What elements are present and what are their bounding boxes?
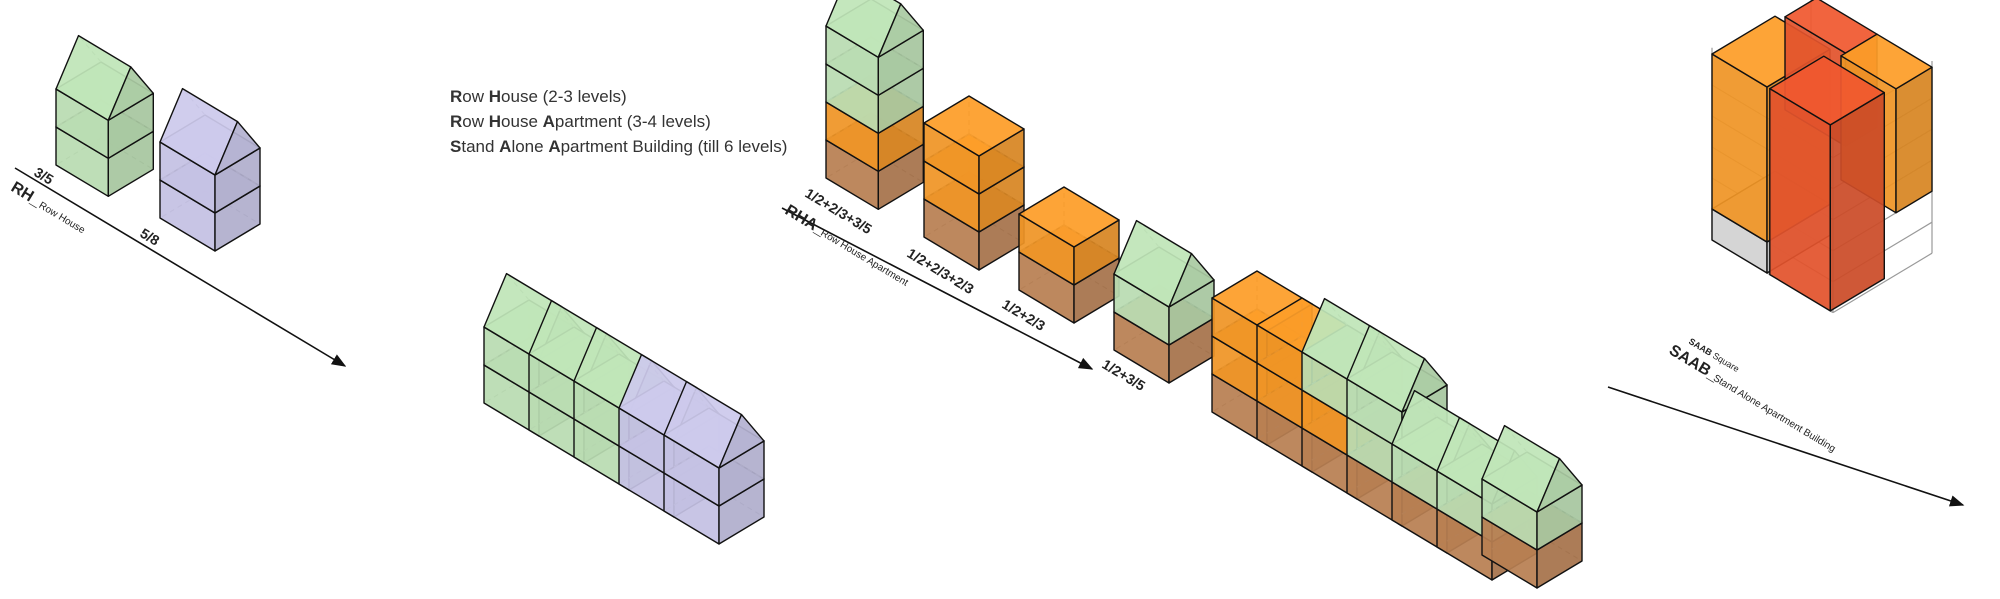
stand-alone-building-group: SAAB Square SAAB_ Stand Alone Apartment …: [1607, 0, 1965, 507]
row-house-5-8: [159, 87, 261, 252]
row-house-mix-5-8: 5/8: [137, 225, 162, 249]
row-house-3-5: [55, 34, 155, 198]
gable-roof: [159, 87, 261, 176]
legend-item-row-house-apartment: Row House Apartment (3-4 levels): [450, 112, 711, 131]
composite-purple-house-2: [663, 380, 765, 545]
rha-type-2: [923, 95, 1025, 271]
row-house-mix-3-5: 3/5: [31, 164, 56, 188]
row-house-apartment-composite: [1211, 270, 1583, 589]
saab-front-red-tower: [1769, 55, 1886, 312]
gable-roof: [55, 34, 155, 122]
gable-roof: [1113, 219, 1215, 308]
row-house-apartment-group: 1/2+2/3+3/5 1/2+2/3+2/3 1/2+2/3 1/2+3/5 …: [781, 0, 1215, 394]
storey-2: [1018, 186, 1120, 286]
roof-gable: [214, 120, 261, 176]
saab-axis-label: SAAB_ Stand Alone Apartment Building: [1666, 342, 1837, 455]
gable-roof: [663, 380, 765, 469]
gable-roof: [1481, 424, 1583, 513]
legend: Row House (2-3 levels) Row House Apartme…: [450, 84, 787, 159]
rha-name: Row House Apartment: [818, 228, 910, 289]
frame-floor-line: [1832, 252, 1933, 314]
row-house-composite: [483, 272, 765, 545]
top-face: [1018, 186, 1120, 248]
row-house-apartment-axis-arrow: [781, 207, 1094, 370]
rha-type-3: [1018, 186, 1120, 324]
top-face: [1769, 55, 1886, 126]
storey-3: [923, 95, 1025, 195]
row-house-buildings: [55, 34, 261, 252]
roof-gable: [718, 413, 765, 469]
top-face: [923, 95, 1025, 157]
roof-gable: [1536, 457, 1583, 513]
stand-alone-building: [1711, 0, 1933, 314]
side-face: [1769, 87, 1832, 312]
row-house-axis-arrow: [14, 167, 347, 367]
roof-gable: [877, 3, 924, 58]
front-face: [1895, 66, 1933, 214]
top-face: [1840, 33, 1933, 90]
rha-composite-7: [1481, 424, 1583, 589]
front-face: [1829, 91, 1886, 312]
legend-item-stand-alone-building: Stand Alone Apartment Building (till 6 l…: [450, 137, 788, 156]
row-house-apartment-buildings: [825, 0, 1215, 384]
saab-axis-arrow: [1607, 386, 1965, 507]
rha-type-1: [825, 0, 924, 211]
row-house-name: Row House: [37, 200, 87, 236]
roof-gable: [1168, 252, 1215, 308]
gable-roof: [825, 0, 924, 58]
legend-item-row-house: Row House (2-3 levels): [450, 87, 627, 106]
roof-gable: [107, 66, 155, 122]
rha-type-4: [1113, 219, 1215, 384]
row-house-group: 3/5 5/8 RH_ Row House: [8, 34, 347, 367]
